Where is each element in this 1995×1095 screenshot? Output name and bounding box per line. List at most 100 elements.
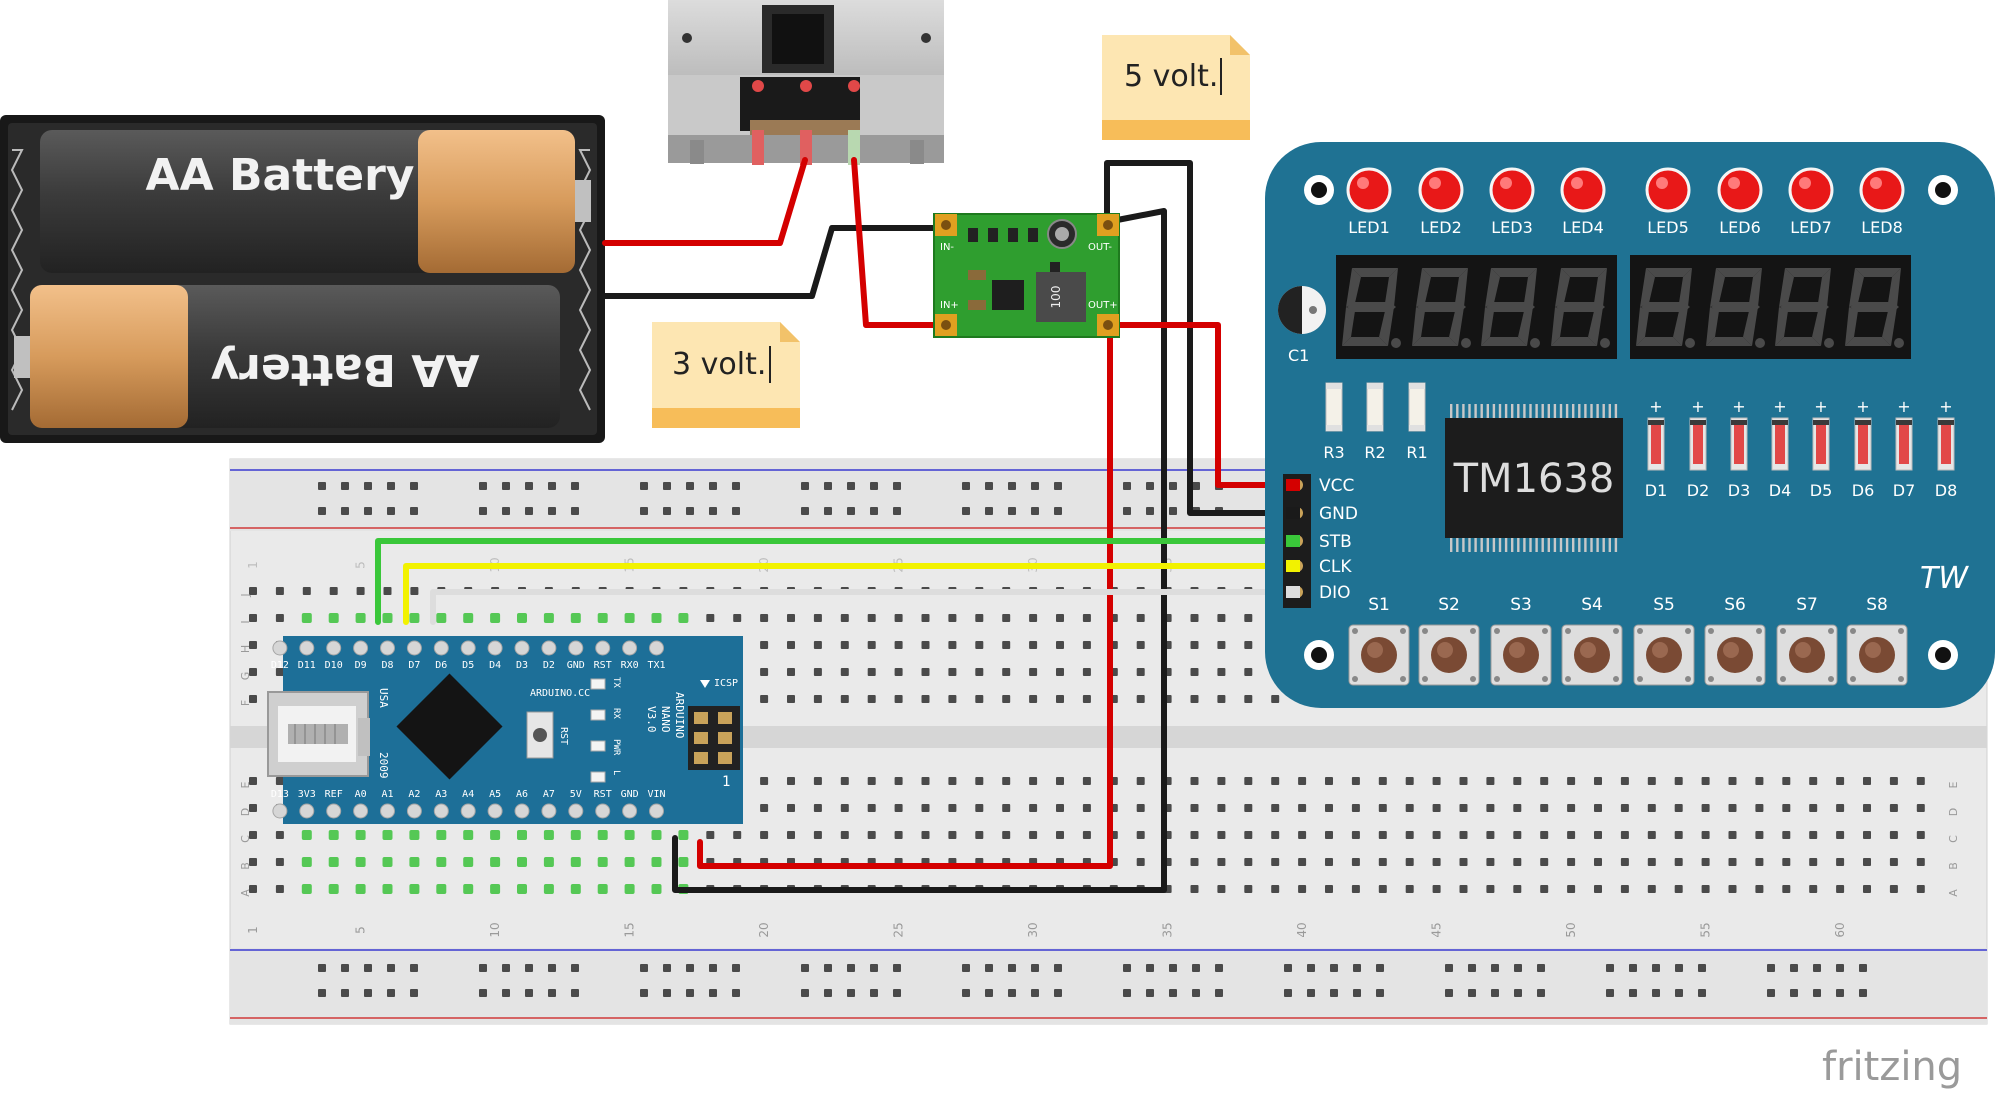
rail-hole[interactable]: [1284, 964, 1292, 972]
breadboard-hole[interactable]: [1863, 831, 1871, 839]
nano-top-pin[interactable]: [649, 640, 664, 656]
rail-hole[interactable]: [571, 507, 579, 515]
rail-hole[interactable]: [1008, 964, 1016, 972]
breadboard-hole[interactable]: [1513, 804, 1522, 812]
breadboard-hole[interactable]: [1325, 885, 1333, 893]
breadboard-hole[interactable]: [1889, 858, 1898, 866]
breadboard-hole[interactable]: [1244, 614, 1253, 622]
breadboard-hole[interactable]: [760, 831, 769, 839]
rail-hole[interactable]: [1491, 964, 1499, 972]
rail-hole[interactable]: [686, 964, 694, 972]
breadboard-hole[interactable]: [249, 668, 257, 676]
nano-bottom-pin[interactable]: [541, 803, 557, 819]
breadboard-hole[interactable]: [249, 804, 257, 812]
slide-switch[interactable]: [668, 0, 944, 165]
breadboard-hole[interactable]: [760, 614, 769, 622]
rail-hole[interactable]: [1537, 964, 1545, 972]
icsp-pin[interactable]: [694, 712, 708, 724]
breadboard-hole[interactable]: [975, 614, 984, 622]
breadboard-hole[interactable]: [1836, 777, 1845, 785]
breadboard-hole[interactable]: [1002, 614, 1011, 622]
rail-hole[interactable]: [387, 964, 395, 972]
nano-bottom-pin[interactable]: [272, 803, 288, 819]
rail-hole[interactable]: [1445, 964, 1453, 972]
breadboard-hole[interactable]: [921, 695, 930, 703]
breadboard-hole[interactable]: [1029, 695, 1038, 703]
rail-hole[interactable]: [962, 507, 970, 515]
breadboard-hole[interactable]: [1889, 831, 1898, 839]
rail-hole[interactable]: [847, 989, 855, 997]
breadboard-hole[interactable]: [1782, 858, 1791, 866]
breadboard-hole-connected[interactable]: [490, 830, 501, 840]
breadboard-hole[interactable]: [1540, 885, 1549, 893]
rail-hole[interactable]: [318, 507, 326, 515]
nano-top-pin[interactable]: [380, 640, 395, 656]
breadboard-hole-connected[interactable]: [409, 857, 420, 867]
rail-hole[interactable]: [1054, 964, 1062, 972]
breadboard-hole-connected[interactable]: [355, 830, 366, 840]
breadboard-hole-connected[interactable]: [570, 884, 581, 894]
breadboard-hole[interactable]: [1405, 885, 1414, 893]
breadboard-hole-connected[interactable]: [436, 830, 447, 840]
rail-hole[interactable]: [1813, 989, 1821, 997]
rail-hole[interactable]: [1376, 964, 1384, 972]
rail-hole[interactable]: [502, 964, 510, 972]
rail-hole[interactable]: [1353, 989, 1361, 997]
icsp-header[interactable]: [688, 680, 740, 770]
wire-stb-green[interactable]: [375, 538, 1299, 625]
rail-hole[interactable]: [801, 989, 809, 997]
breadboard-hole[interactable]: [1674, 858, 1683, 866]
rail-hole[interactable]: [847, 964, 855, 972]
breadboard-hole[interactable]: [1325, 804, 1333, 812]
rail-hole[interactable]: [1054, 507, 1062, 515]
rail-hole[interactable]: [962, 482, 970, 490]
breadboard-hole[interactable]: [1271, 695, 1280, 703]
icsp-pin[interactable]: [694, 752, 708, 764]
breadboard-hole-connected[interactable]: [301, 613, 312, 623]
breadboard-hole[interactable]: [1351, 885, 1360, 893]
rail-hole[interactable]: [387, 989, 395, 997]
breadboard-hole-connected[interactable]: [624, 613, 635, 623]
rail-hole[interactable]: [1123, 482, 1131, 490]
rail-hole[interactable]: [548, 482, 556, 490]
breadboard-hole[interactable]: [1863, 777, 1871, 785]
rail-hole[interactable]: [571, 482, 579, 490]
breadboard-hole[interactable]: [1432, 777, 1441, 785]
breadboard-hole[interactable]: [275, 668, 284, 676]
breadboard-hole[interactable]: [1916, 885, 1925, 893]
rail-hole[interactable]: [1169, 482, 1177, 490]
rail-hole[interactable]: [341, 989, 349, 997]
nano-bottom-pin[interactable]: [433, 803, 449, 819]
breadboard-hole[interactable]: [1244, 831, 1253, 839]
breadboard-hole-connected[interactable]: [651, 830, 662, 840]
breadboard-hole[interactable]: [1513, 885, 1522, 893]
breadboard-hole[interactable]: [1190, 668, 1199, 676]
rail-hole[interactable]: [663, 482, 671, 490]
rail-hole[interactable]: [801, 964, 809, 972]
rail-hole[interactable]: [1376, 989, 1384, 997]
breadboard-hole[interactable]: [894, 614, 903, 622]
breadboard-hole[interactable]: [1002, 777, 1011, 785]
breadboard-hole[interactable]: [1378, 831, 1387, 839]
breadboard-hole[interactable]: [1082, 777, 1091, 785]
icsp-pin[interactable]: [718, 752, 732, 764]
breadboard-hole-connected[interactable]: [597, 613, 608, 623]
breadboard-hole[interactable]: [249, 885, 257, 893]
breadboard-hole[interactable]: [329, 587, 338, 595]
rail-hole[interactable]: [709, 507, 717, 515]
rail-hole[interactable]: [479, 964, 487, 972]
breadboard-hole[interactable]: [1002, 668, 1011, 676]
rail-hole[interactable]: [1790, 964, 1798, 972]
breadboard-hole[interactable]: [706, 831, 715, 839]
breadboard-hole[interactable]: [1459, 804, 1468, 812]
breadboard-hole[interactable]: [1351, 804, 1360, 812]
breadboard-hole[interactable]: [249, 641, 257, 649]
breadboard-hole[interactable]: [356, 587, 365, 595]
rail-hole[interactable]: [1629, 964, 1637, 972]
rail-hole[interactable]: [1468, 964, 1476, 972]
breadboard-hole[interactable]: [1136, 641, 1145, 649]
breadboard-hole[interactable]: [1432, 831, 1441, 839]
breadboard-hole[interactable]: [840, 641, 849, 649]
rail-hole[interactable]: [502, 989, 510, 997]
breadboard-hole[interactable]: [249, 831, 257, 839]
